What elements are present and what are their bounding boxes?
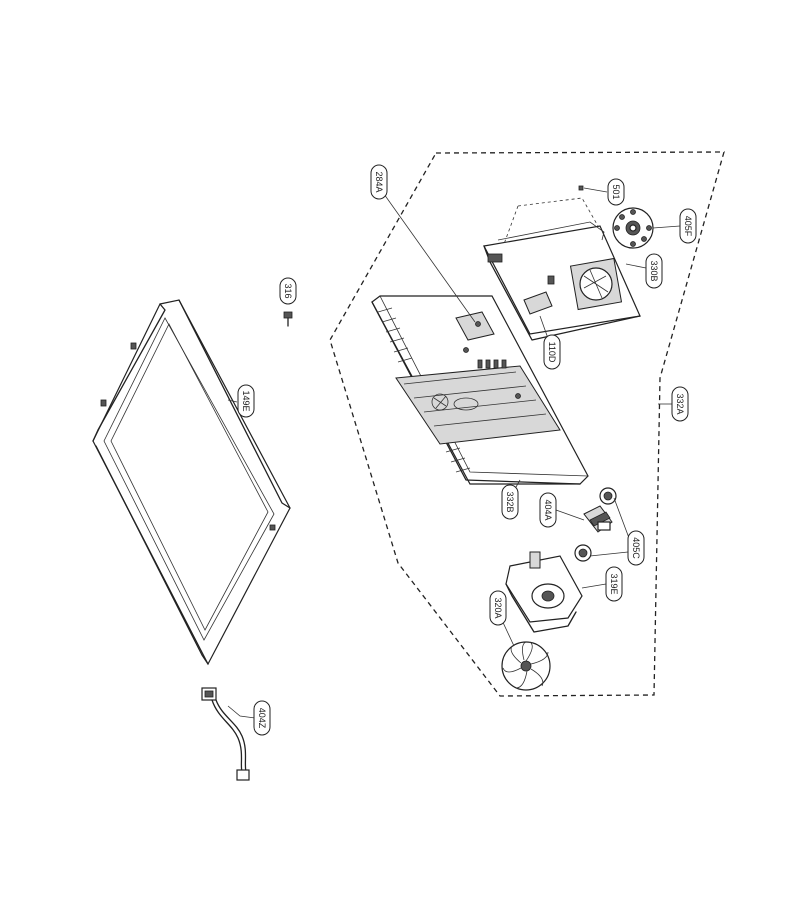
part-404a-motor: [583, 505, 613, 533]
svg-text:501: 501: [611, 184, 621, 199]
part-330b-bracket: [483, 197, 641, 341]
leader-501: [583, 187, 608, 193]
part-405f-grommet: [612, 207, 654, 249]
label-149e: 149E: [237, 384, 255, 418]
part-149e-door-frame: [92, 299, 291, 666]
svg-text:319E: 319E: [609, 573, 619, 594]
svg-text:404A: 404A: [543, 499, 553, 520]
label-110d: 110D: [543, 334, 561, 370]
label-332b: 332B: [501, 484, 519, 520]
svg-text:330B: 330B: [649, 260, 659, 281]
leader-404z: [227, 705, 256, 719]
svg-text:404Z: 404Z: [257, 708, 267, 729]
part-405c-grommets: [574, 487, 633, 562]
label-330b: 330B: [645, 253, 663, 289]
label-332a: 332A: [671, 386, 689, 422]
leader-284a: [378, 186, 476, 323]
part-284a-plate: [455, 311, 495, 341]
svg-text:149E: 149E: [241, 390, 251, 411]
svg-text:316: 316: [283, 283, 293, 298]
part-332b-duct-housing: [371, 295, 589, 485]
part-316-screw: [283, 311, 293, 327]
leader-149e: [227, 399, 238, 403]
label-404a: 404A: [539, 492, 557, 528]
leader-405f: [652, 225, 681, 229]
label-501: 501: [607, 178, 625, 206]
svg-text:320A: 320A: [493, 597, 503, 618]
leader-319e: [581, 583, 607, 589]
assembly-boundary-dashed: [329, 151, 725, 697]
label-284a: 284A: [370, 164, 388, 200]
label-404z: 404Z: [253, 700, 271, 736]
part-320a-fan-blade: [501, 641, 551, 691]
svg-text:405C: 405C: [631, 537, 641, 559]
leader-404a: [555, 509, 585, 521]
part-501-screw: [578, 185, 584, 191]
part-319e-fan-housing: [505, 551, 583, 633]
label-316: 316: [279, 277, 297, 305]
label-405c: 405C: [627, 530, 645, 566]
svg-text:284A: 284A: [374, 171, 384, 192]
svg-text:332A: 332A: [675, 393, 685, 414]
label-319e: 319E: [605, 566, 623, 602]
part-404z-wire-harness: [201, 687, 250, 781]
svg-text:332B: 332B: [505, 491, 515, 512]
leader-330b: [625, 263, 647, 269]
svg-text:405F: 405F: [683, 216, 693, 237]
label-320a: 320A: [489, 590, 507, 626]
label-405f: 405F: [679, 208, 697, 244]
svg-text:110D: 110D: [547, 342, 557, 363]
